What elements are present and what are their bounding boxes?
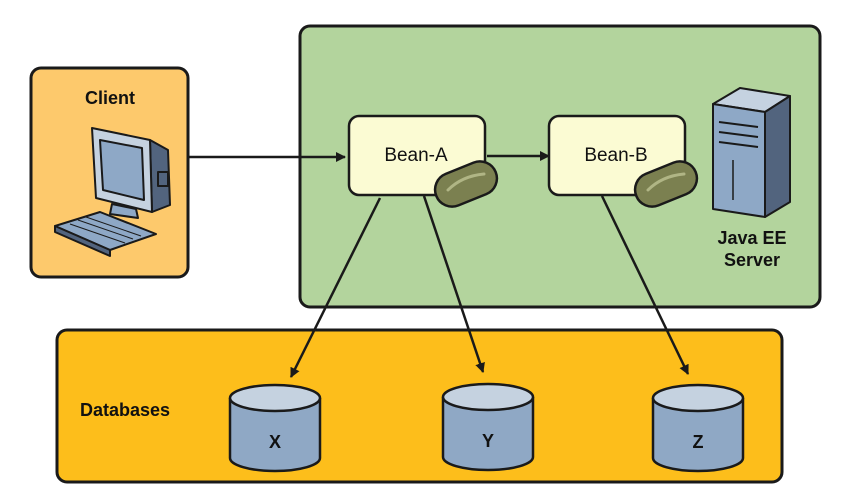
client-label: Client	[85, 88, 135, 108]
database-y-label: Y	[482, 431, 494, 451]
bean-a-label: Bean-A	[384, 145, 448, 166]
desktop-computer-icon	[54, 127, 171, 257]
arrow-bean-b-to-z	[600, 195, 690, 375]
databases-label: Databases	[80, 400, 170, 420]
bean-b-label: Bean-B	[584, 145, 647, 166]
bean-b-handle-icon	[633, 160, 699, 208]
server-label-line1: Java EE	[717, 228, 786, 248]
bean-a-handle-icon	[433, 160, 499, 208]
arrow-bean-a-to-y	[422, 195, 485, 373]
database-y-cylinder: Y	[441, 382, 535, 472]
server-label-line2: Server	[724, 250, 780, 270]
database-x-label: X	[269, 432, 281, 452]
database-x-cylinder: X	[228, 383, 322, 473]
server-tower-icon	[712, 87, 791, 218]
connector-arrows	[188, 151, 690, 378]
database-z-label: Z	[693, 432, 704, 452]
database-z-cylinder: Z	[651, 383, 745, 473]
arrow-bean-a-to-x	[289, 197, 382, 378]
